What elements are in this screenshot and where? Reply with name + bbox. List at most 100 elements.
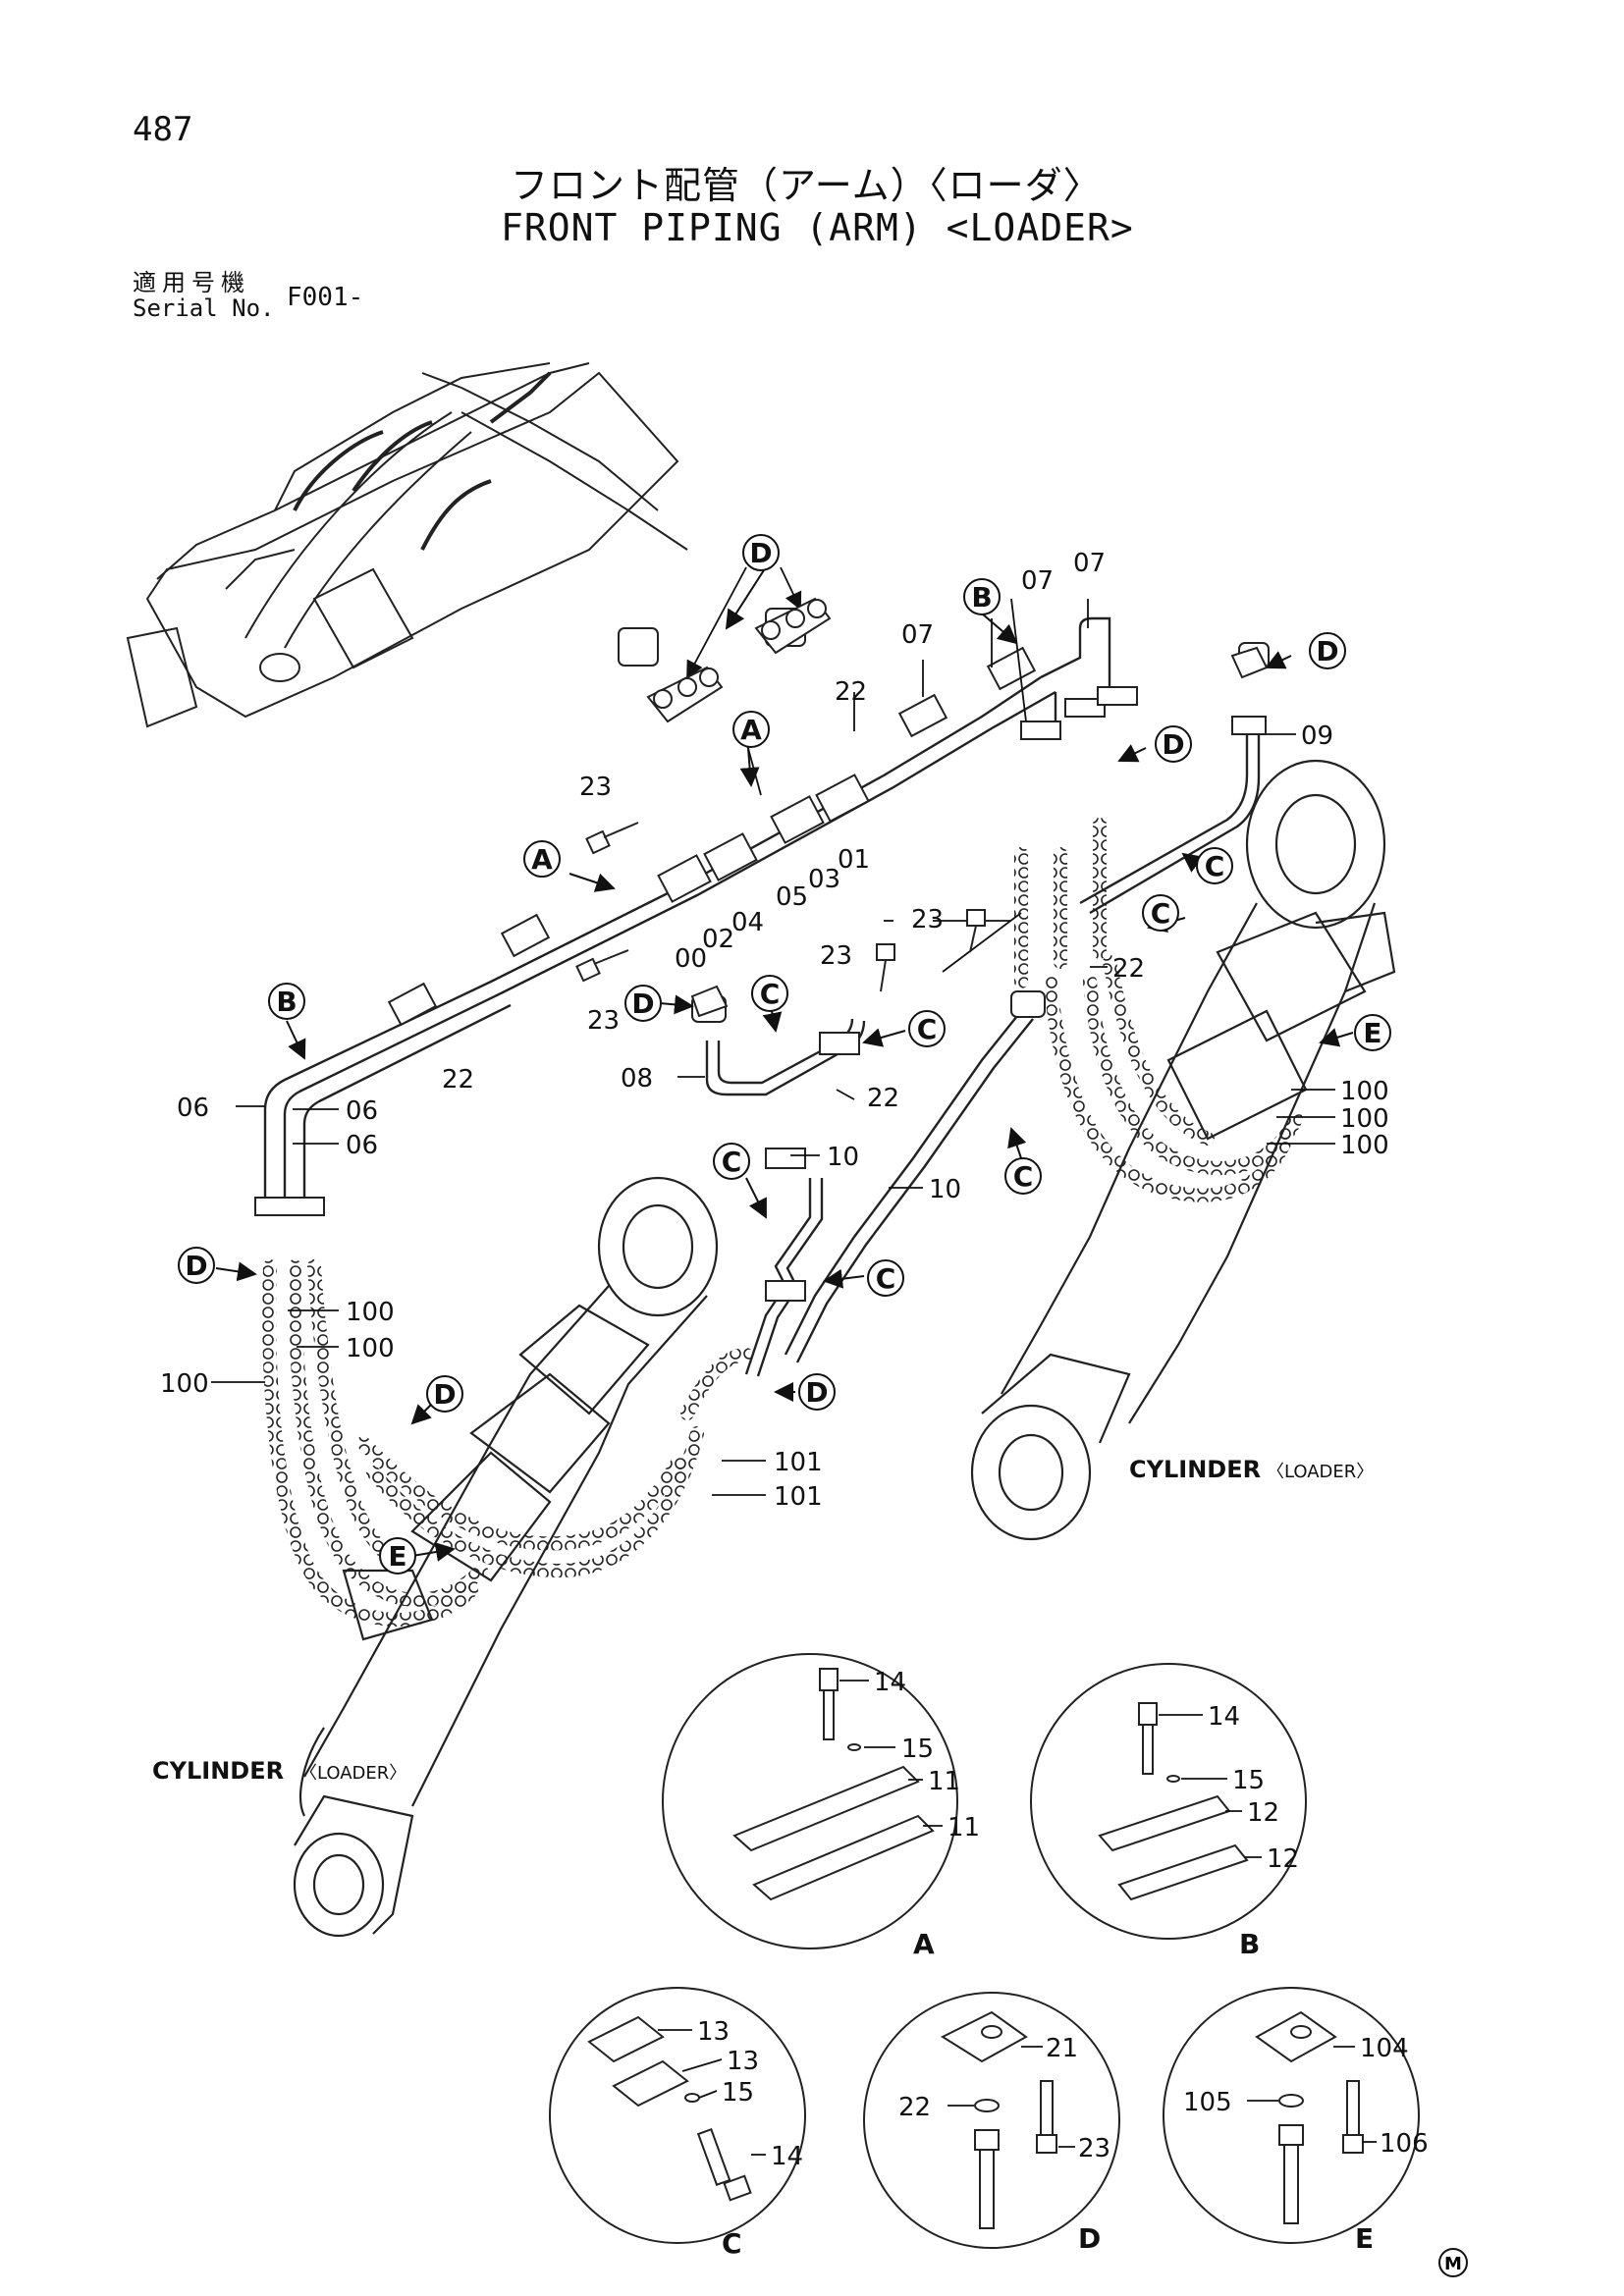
callout-circles: [178, 534, 1391, 1575]
footer-mark: M: [1444, 2254, 1462, 2274]
callout-d: D: [433, 1378, 456, 1411]
part-label: 05: [776, 882, 808, 912]
detail-a-label: 11: [928, 1767, 960, 1796]
detail-b-label: 15: [1232, 1766, 1265, 1795]
part-label: 22: [1112, 954, 1145, 984]
part-label: 100: [1340, 1104, 1389, 1134]
part-label: 23: [587, 1006, 620, 1036]
detail-b-label: 12: [1267, 1844, 1299, 1874]
page-number: 487: [133, 110, 193, 149]
cylinder-caption-left: CYLINDER: [152, 1757, 284, 1785]
detail-e-label: 105: [1183, 2088, 1232, 2117]
detail-c-label: 15: [722, 2078, 754, 2108]
callout-d: D: [805, 1376, 828, 1409]
part-label: 06: [177, 1094, 209, 1123]
part-label: 100: [346, 1334, 395, 1363]
callout-c: C: [760, 978, 781, 1010]
callout-e: E: [1363, 1017, 1381, 1049]
detail-a: 14 15 11 11 A: [662, 1653, 980, 1960]
page-title-japanese: フロント配管（アーム）〈ローダ〉: [511, 164, 1102, 207]
detail-d-label: 22: [898, 2093, 931, 2122]
detail-a-label: 15: [901, 1735, 934, 1764]
callout-b: B: [971, 581, 992, 614]
part-label: 22: [867, 1084, 899, 1113]
part-label: 07: [1073, 549, 1106, 578]
part-label: 06: [346, 1131, 378, 1160]
part-label: 100: [1340, 1077, 1389, 1106]
detail-e: 104 105 106 E: [1163, 1987, 1429, 2255]
detail-a-letter: A: [913, 1928, 935, 1960]
callout-d: D: [1162, 728, 1184, 761]
detail-b-label: 12: [1247, 1798, 1279, 1828]
detail-d-letter: D: [1078, 2222, 1101, 2255]
part-label: 22: [442, 1065, 474, 1095]
part-label: 07: [901, 620, 934, 650]
part-label: 22: [835, 677, 867, 707]
callout-e: E: [388, 1540, 406, 1573]
part-label: 10: [929, 1175, 961, 1204]
callout-letters: D A A B B D D C C D C C C C C D D D E E …: [185, 537, 1381, 1573]
part-label: 07: [1021, 566, 1054, 596]
callout-d: D: [1316, 635, 1338, 667]
hose-lines: [262, 818, 1303, 1627]
part-label: 101: [774, 1482, 823, 1512]
arm-overview-illustration: [126, 362, 688, 728]
callout-c: C: [876, 1262, 896, 1295]
serial-label: Serial No.: [133, 294, 275, 322]
bolts: [575, 822, 986, 992]
detail-c-letter: C: [722, 2227, 742, 2260]
part-label: 09: [1301, 721, 1333, 751]
part-label: 101: [774, 1448, 823, 1477]
right-cylinder-illustration: [970, 759, 1396, 1541]
pipe-lines: [263, 616, 1261, 1377]
detail-c-label: 14: [771, 2142, 803, 2171]
serial-label-japanese: 適用号機: [133, 269, 250, 296]
callout-d: D: [749, 537, 772, 569]
part-label: 100: [160, 1369, 209, 1399]
detail-e-letter: E: [1355, 2222, 1374, 2255]
callout-c: C: [917, 1013, 938, 1045]
part-label: 10: [827, 1143, 859, 1172]
callout-b: B: [276, 986, 297, 1018]
serial-value: F001-: [287, 283, 364, 312]
part-label: 02: [702, 925, 734, 954]
leader-lines: [211, 566, 1335, 1496]
cylinder-caption-right: CYLINDER: [1129, 1456, 1261, 1483]
page-title: FRONT PIPING (ARM) <LOADER>: [501, 206, 1134, 249]
detail-b: 14 15 12 12 B: [1030, 1663, 1307, 1960]
cylinder-caption-right-sub: 〈LOADER〉: [1267, 1462, 1374, 1482]
callout-c: C: [722, 1146, 742, 1178]
part-label: 00: [675, 944, 707, 974]
part-label: 23: [820, 941, 852, 971]
detail-c-label: 13: [697, 2017, 730, 2047]
detail-b-letter: B: [1239, 1928, 1260, 1960]
part-label: 100: [1340, 1131, 1389, 1160]
detail-d-label: 21: [1046, 2034, 1078, 2063]
detail-a-label: 14: [874, 1668, 906, 1697]
detail-d-label: 23: [1078, 2134, 1110, 2163]
detail-e-label: 104: [1360, 2034, 1409, 2063]
part-label: 04: [731, 908, 764, 937]
detail-d: 21 22 23 D: [863, 1992, 1120, 2255]
part-number-labels: 00 01 02 03 04 05 06 06 06 07 07 07 08 0…: [160, 549, 1389, 1512]
callout-c: C: [1151, 897, 1171, 930]
part-label: 01: [838, 845, 870, 875]
part-label: 08: [621, 1064, 653, 1094]
callout-c: C: [1013, 1160, 1034, 1193]
callout-arrows: [215, 559, 1354, 1562]
part-label: 06: [346, 1096, 378, 1126]
callout-d: D: [185, 1250, 207, 1282]
detail-c: 13 13 15 14 C: [549, 1987, 806, 2260]
detail-b-label: 14: [1208, 1702, 1240, 1732]
part-label: 23: [911, 905, 944, 934]
callout-c: C: [1205, 850, 1225, 882]
footer-mark-circle: [1438, 2248, 1468, 2277]
detail-c-label: 13: [727, 2047, 759, 2076]
part-label: 23: [579, 773, 612, 802]
part-label: 100: [346, 1298, 395, 1327]
part-label: 03: [808, 865, 840, 894]
callout-a: A: [740, 714, 762, 746]
callout-a: A: [531, 843, 553, 876]
cylinder-caption-left-sub: 〈LOADER〉: [299, 1763, 406, 1784]
